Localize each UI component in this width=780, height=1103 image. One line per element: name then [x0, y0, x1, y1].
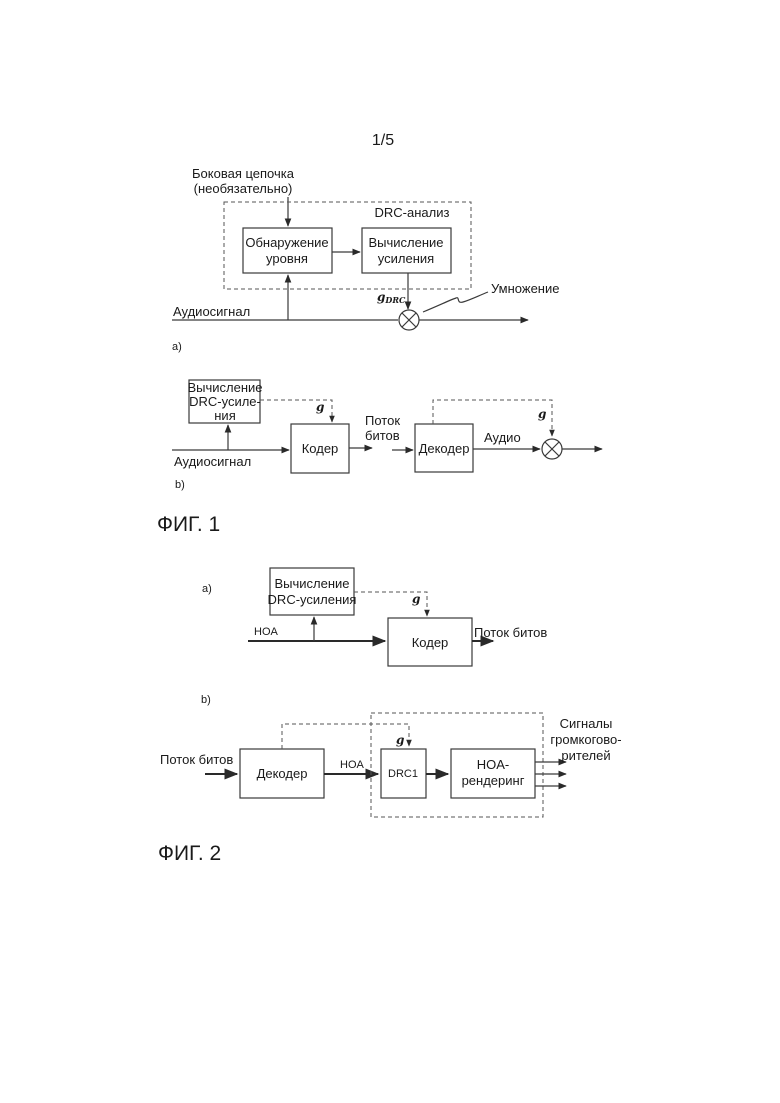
g-decoder-label: g — [538, 407, 546, 421]
drc-gain-calc-2a-line1: Вычисление — [274, 576, 349, 591]
g-label-2b: g — [396, 733, 404, 747]
level-detection-line2: уровня — [266, 251, 308, 266]
audio-signal-label: Аудиосигнал — [173, 304, 250, 319]
speaker-signals-line1: Сигналы — [560, 716, 613, 731]
multiplication-pointer — [423, 292, 488, 312]
page-number: 1/5 — [372, 132, 394, 149]
side-chain-label-line2: (необязательно) — [194, 181, 293, 196]
drc-gain-calc-line3: ния — [214, 408, 235, 423]
decoder-label: Декодер — [419, 441, 470, 456]
fig2b-label: b) — [201, 694, 211, 706]
decoder-to-drc1-dashed — [282, 724, 409, 749]
fig1b-label: b) — [175, 479, 185, 491]
drc-gain-calc-2a-line2: DRC-усиления — [268, 592, 357, 607]
side-chain-label-line1: Боковая цепочка — [192, 166, 295, 181]
fig1-caption: ФИГ. 1 — [157, 513, 220, 536]
drc-gain-calc-line2: DRC-усиле- — [189, 394, 261, 409]
fig1a-diagram: Боковая цепочка (необязательно) DRC-анал… — [172, 166, 559, 353]
g-drc-label: gDRC — [377, 290, 406, 305]
hoa-label-2a: HOA — [254, 626, 279, 638]
fig1a-label: a) — [172, 341, 182, 353]
encoder-label-2a: Кодер — [412, 635, 449, 650]
fig2b-diagram: b) Поток битов Декодер g HOA DRC1 HOA- р… — [160, 694, 622, 817]
bitstream-label-line2: битов — [365, 428, 400, 443]
hoa-label-2b: HOA — [340, 759, 365, 771]
hoa-renderer-line1: HOA- — [477, 757, 510, 772]
bitstream-label-2a: Поток битов — [474, 625, 547, 640]
audio-label: Аудио — [484, 430, 521, 445]
speaker-signals-line2: громкогово- — [550, 732, 621, 747]
g-label-2a: g — [412, 592, 420, 606]
gain-calculation-line1: Вычисление — [368, 235, 443, 250]
fig2a-label: a) — [202, 583, 212, 595]
bitstream-label-2b: Поток битов — [160, 752, 233, 767]
fig2a-diagram: a) Вычисление DRC-усиления g HOA Кодер П… — [202, 568, 547, 666]
drc-analysis-label: DRC-анализ — [375, 205, 450, 220]
encoder-label: Кодер — [302, 441, 339, 456]
drc1-label: DRC1 — [388, 768, 418, 780]
level-detection-line1: Обнаружение — [245, 235, 328, 250]
speaker-signals-line3: рителей — [561, 748, 610, 763]
multiplication-label: Умножение — [491, 281, 559, 296]
bitstream-label-line1: Поток — [365, 413, 400, 428]
drc-gain-calc-line1: Вычисление — [187, 380, 262, 395]
fig1b-diagram: Вычисление DRC-усиле- ния g Аудиосигнал … — [172, 380, 602, 491]
fig2-caption: ФИГ. 2 — [158, 842, 221, 865]
g-encoder-label: g — [316, 400, 324, 414]
gain-calculation-line2: усиления — [378, 251, 434, 266]
audio-signal-label-b: Аудиосигнал — [174, 454, 251, 469]
hoa-renderer-line2: рендеринг — [462, 773, 525, 788]
decoder-label-2b: Декодер — [257, 766, 308, 781]
